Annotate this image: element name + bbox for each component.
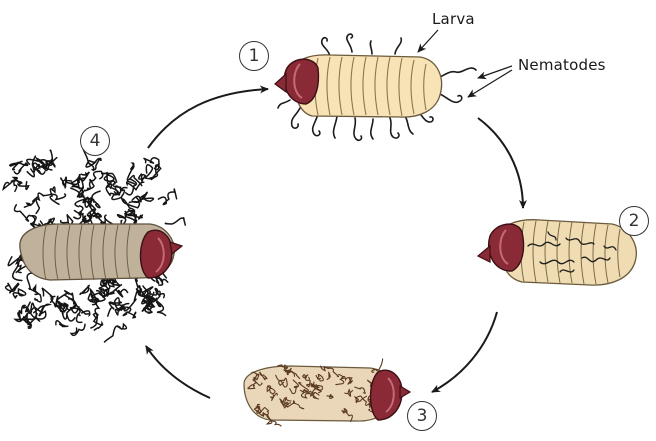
nematode-squiggle xyxy=(81,172,89,181)
nematodes-label: Nematodes xyxy=(518,56,606,74)
nematode-squiggle xyxy=(90,171,103,188)
nematode-squiggle xyxy=(80,285,89,294)
nematode-squiggle xyxy=(71,324,85,335)
stage-4-number: 4 xyxy=(80,126,110,156)
cycle-arrow-1-to-2 xyxy=(478,118,523,208)
larva-pointer-arrow xyxy=(418,30,438,52)
cycle-arrow-4-to-1 xyxy=(148,89,268,148)
stage-2-infected-larva xyxy=(478,220,636,285)
stage-1-number: 1 xyxy=(239,41,269,71)
larva-label: Larva xyxy=(432,10,475,28)
nematode-squiggle xyxy=(27,150,53,165)
cycle-arrow-2-to-3 xyxy=(432,312,497,392)
nematode-squiggle xyxy=(58,291,75,304)
nematode-squiggle xyxy=(61,177,66,188)
nematode-squiggle xyxy=(31,303,42,316)
stage-4-emerging-nematodes xyxy=(3,150,185,342)
nematode-squiggle xyxy=(3,177,21,189)
nematode-squiggle xyxy=(50,187,59,204)
nematode-squiggle xyxy=(158,189,176,205)
stage-1-larva xyxy=(275,34,476,140)
nematode-squiggle xyxy=(6,283,19,293)
nematode-squiggle xyxy=(14,181,29,192)
stage-2-number: 2 xyxy=(619,206,649,236)
nematode-squiggle xyxy=(165,218,185,225)
nematode-squiggle xyxy=(92,191,100,208)
cycle-arrow-3-to-4 xyxy=(146,346,210,398)
nematode-pointer-arrow-1 xyxy=(478,66,512,78)
nematode-squiggle xyxy=(105,324,127,342)
nematode-squiggle xyxy=(43,194,66,200)
stage-3-nematode-filled-larva xyxy=(244,359,410,426)
nematode-squiggle xyxy=(14,205,38,230)
nematode-squiggle xyxy=(123,312,135,318)
nematode-squiggle xyxy=(22,318,34,327)
nematode-squiggle xyxy=(113,285,128,298)
stage-3-number: 3 xyxy=(407,401,437,431)
nematode-squiggle xyxy=(56,321,68,327)
nematode-squiggle xyxy=(110,279,119,286)
nematode-squiggle xyxy=(36,193,43,213)
